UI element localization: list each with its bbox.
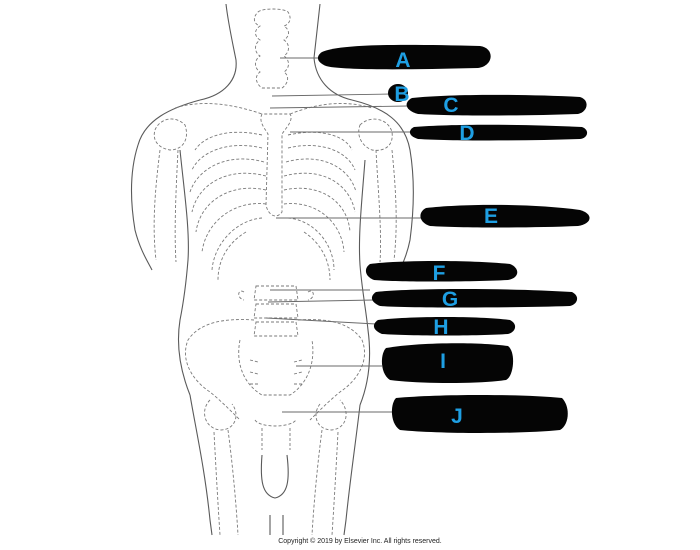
label-f: F [432,262,446,285]
body-outline [131,3,414,536]
leader-lines [265,57,424,413]
label-b: B [394,83,410,106]
redaction-g [371,289,578,308]
label-j: J [451,405,463,428]
label-h: H [433,316,449,339]
redaction-e [420,204,590,228]
leader-line-g [267,299,375,303]
redaction-b [388,84,408,102]
redaction-j [391,395,568,433]
redaction-c [406,94,587,116]
leader-line-c [269,105,409,109]
label-i: I [440,350,446,373]
redaction-marks [317,44,590,433]
label-g: G [441,288,459,311]
redaction-h [373,317,516,336]
redaction-i [381,343,514,383]
leader-line-h [265,317,377,325]
copyright-notice: Copyright © 2019 by Elsevier Inc. All ri… [278,538,442,545]
skeleton-dashed [153,8,397,536]
label-d: D [459,122,475,145]
label-c: C [443,94,459,117]
leader-line-b [271,93,393,97]
label-a: A [395,49,411,72]
label-e: E [483,205,498,228]
redaction-a [317,44,491,70]
redaction-f [365,261,518,282]
redaction-d [409,124,588,141]
